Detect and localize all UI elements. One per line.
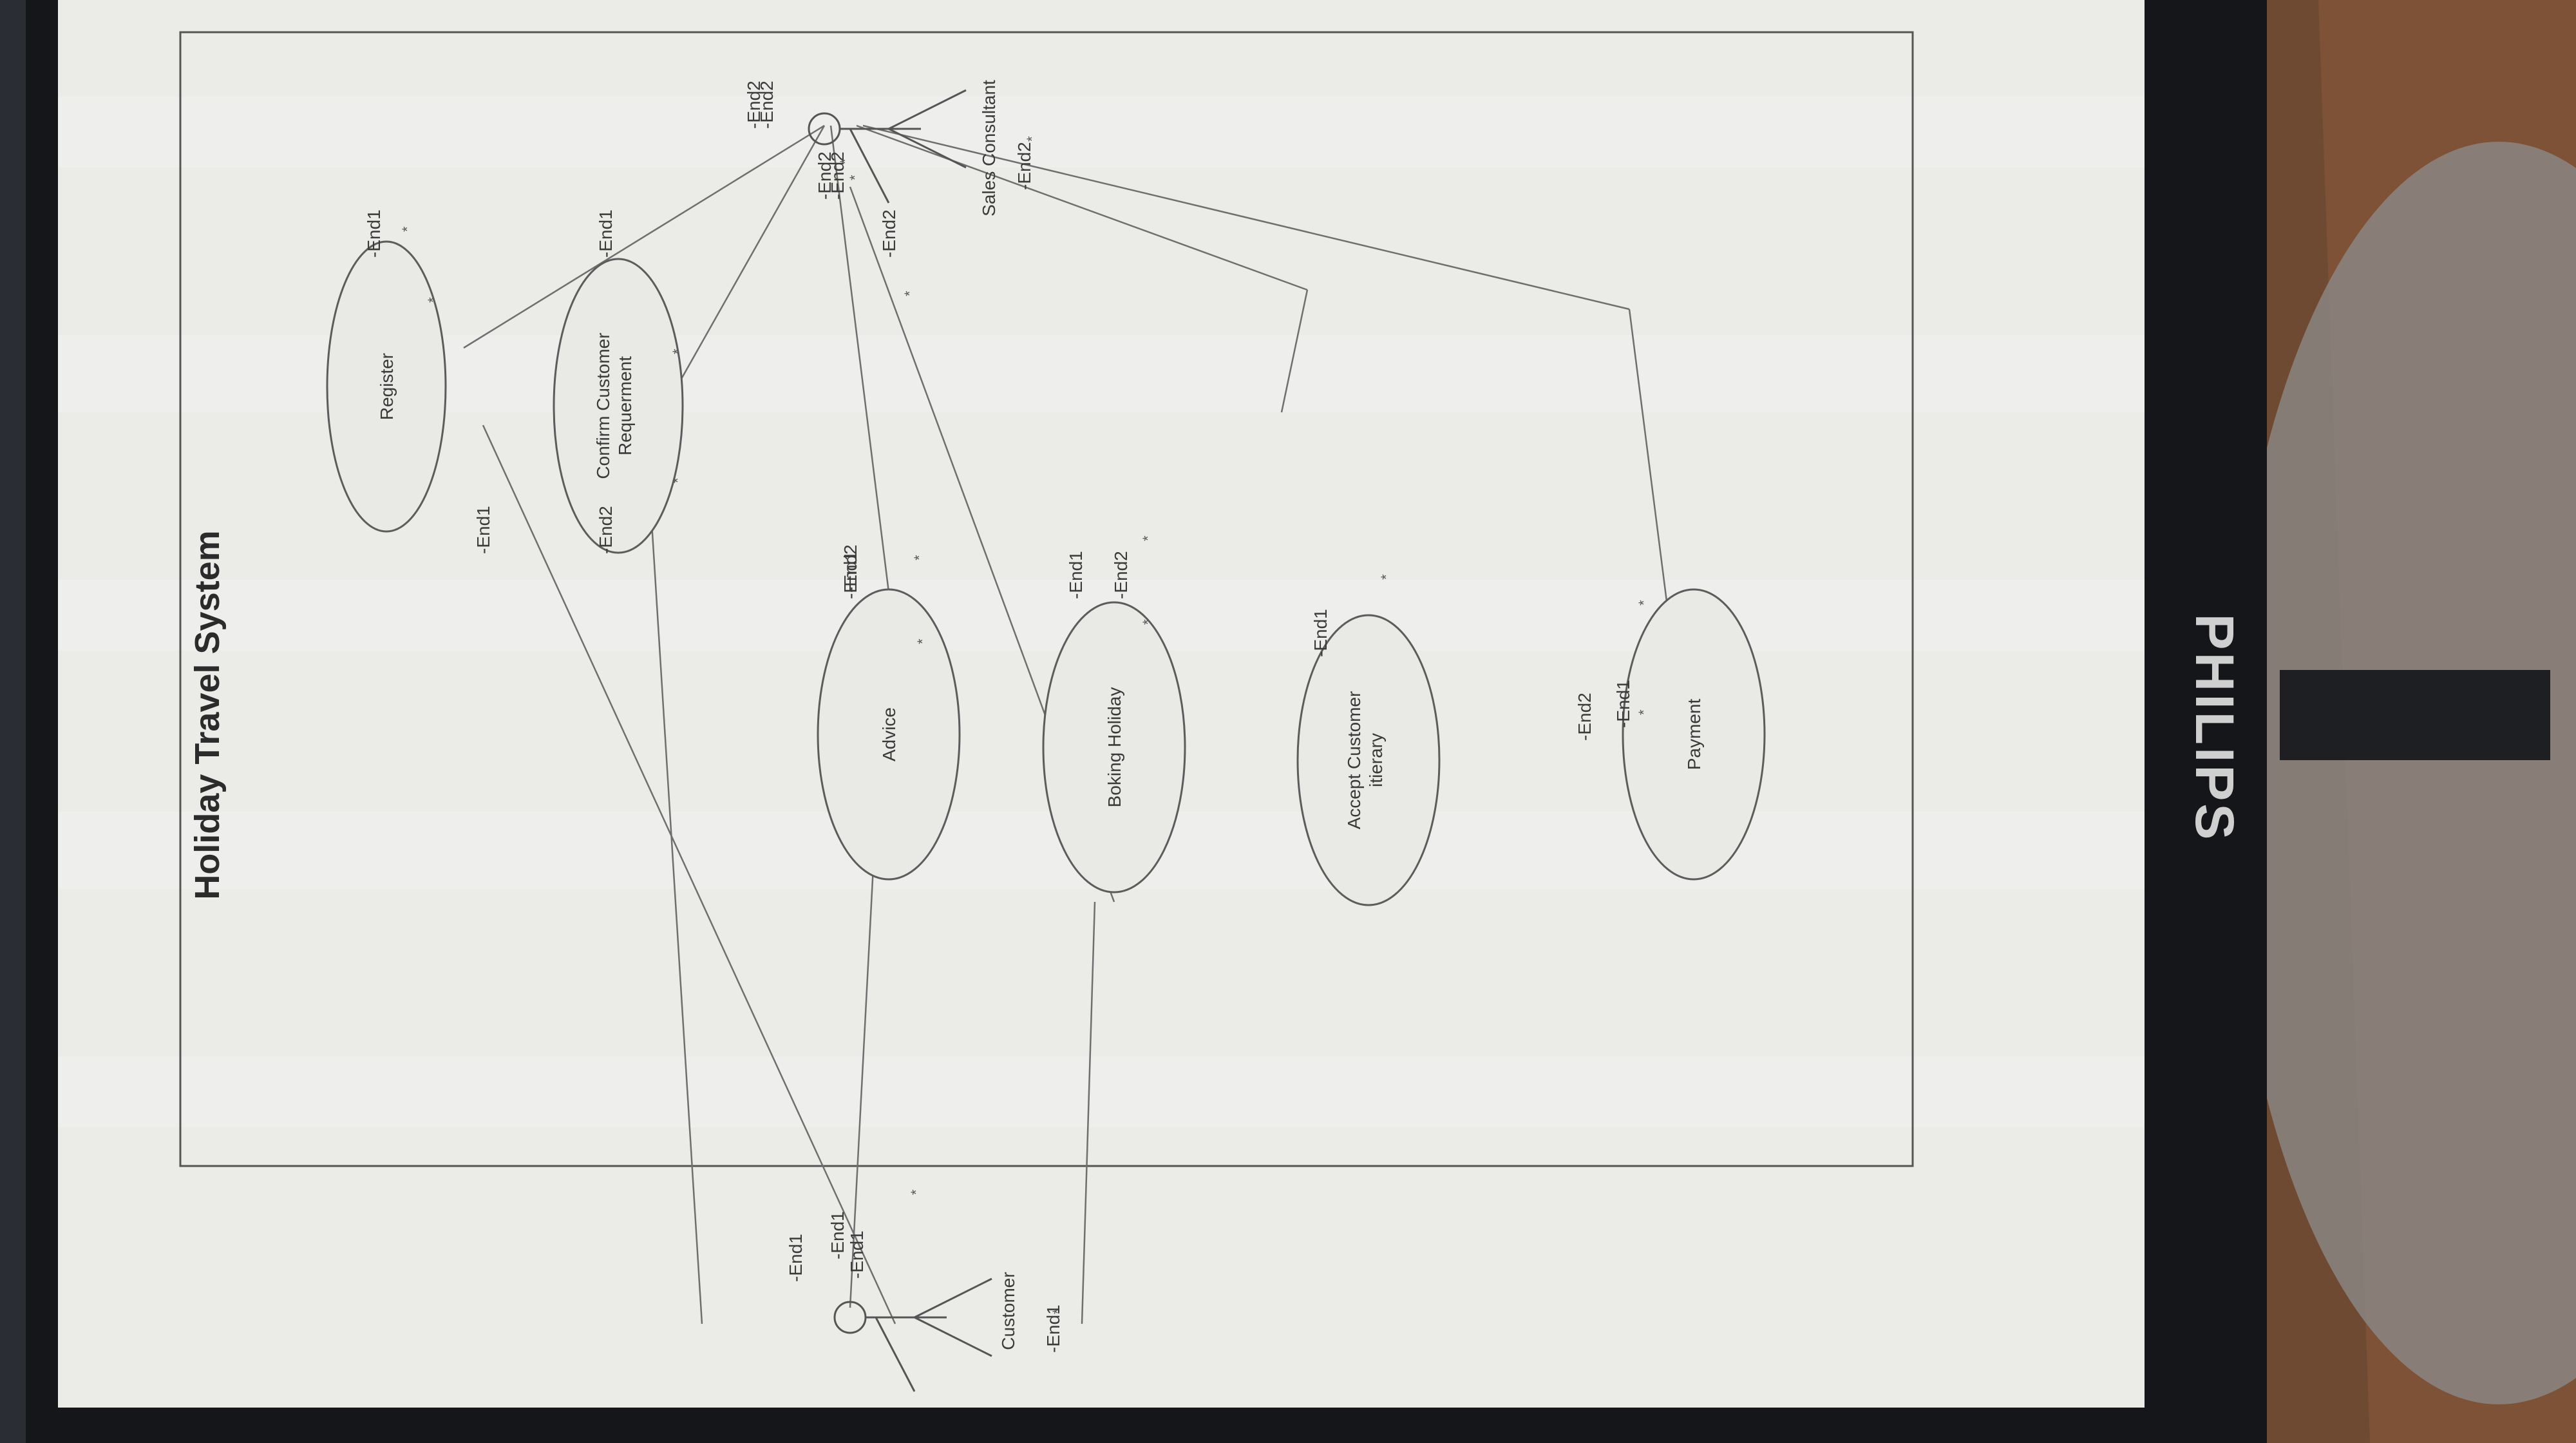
use-case-confirm-customer-requirement[interactable]: Confirm Customer Requerment (553, 258, 684, 554)
end-label: -End2 (596, 506, 616, 554)
end-label: -End1 (1043, 1304, 1063, 1353)
svg-text:Accept Customer: Accept Customer (1344, 691, 1364, 830)
monitor-stand-base (2228, 142, 2576, 1404)
multiplicity: * (908, 1189, 924, 1195)
end-labels-sales-consultant: -End2 -End2 -End2 -End2 -End2 -End2 * * … (744, 81, 1040, 296)
svg-text:Payment: Payment (1684, 699, 1704, 770)
end-label: -End2 (1111, 551, 1131, 599)
end-label: -End1 (786, 1234, 806, 1282)
multiplicity: * (902, 291, 918, 296)
use-case-register[interactable]: Register (326, 240, 447, 533)
multiplicity: * (1050, 1308, 1066, 1314)
use-case-payment[interactable]: Payment (1622, 588, 1766, 881)
multiplicity: * (670, 349, 686, 354)
multiplicity: * (1140, 535, 1156, 541)
end-label: -End2 (840, 544, 860, 593)
diagram-title: Holiday Travel System (188, 530, 227, 899)
monitor-brand: PHILIPS (2184, 614, 2245, 843)
end-label: -End1 (473, 506, 493, 554)
system-boundary (179, 31, 1914, 1167)
multiplicity: * (914, 638, 931, 644)
end-label: -End2 (828, 151, 848, 200)
end-label: -End1 (1613, 680, 1633, 728)
svg-text:Confirm Customer: Confirm Customer (593, 332, 613, 479)
end-label: -End1 (847, 1230, 867, 1279)
multiplicity: * (1636, 709, 1652, 715)
end-label: -End1 (364, 209, 384, 258)
end-labels-customer: -End1 -End1 -End1 -End1 * * (786, 1189, 1066, 1353)
multiplicity: * (1140, 619, 1156, 625)
multiplicity: * (911, 555, 927, 560)
svg-text:Boking Holiday: Boking Holiday (1104, 687, 1124, 808)
actor-customer[interactable]: Customer (833, 1272, 1018, 1392)
end-label: -End1 (596, 209, 616, 258)
use-case-booking-holiday[interactable]: Boking Holiday (1042, 601, 1186, 894)
multiplicity: * (670, 477, 686, 483)
svg-text:Requerment: Requerment (615, 356, 635, 455)
end-label: -End2 (879, 209, 899, 258)
multiplicity: * (847, 175, 863, 180)
end-label: -End2 (744, 81, 764, 129)
end-label: -End1 (840, 551, 860, 599)
svg-text:Advice: Advice (879, 707, 899, 761)
end-label: -End1 (828, 1211, 848, 1259)
end-label: -End2 (1014, 142, 1034, 190)
use-case-accept-customer-itinerary[interactable]: Accept Customer itierary (1296, 614, 1441, 906)
end-label: -End1 (1311, 609, 1331, 657)
monitor-stand-neck (2280, 670, 2550, 760)
association-lines (463, 124, 1701, 1324)
multiplicity: * (1636, 600, 1652, 606)
end-label: -End2 (1575, 693, 1595, 741)
svg-text:PHILIPS: PHILIPS (2184, 614, 2245, 843)
svg-text:Register: Register (377, 353, 397, 420)
end-label: -End2 (757, 81, 777, 129)
multiplicity: * (425, 297, 441, 303)
multiplicity: * (1378, 574, 1394, 580)
end-label: -End2 (815, 151, 835, 200)
end-label: -End1 (1066, 551, 1086, 599)
actor-sales-consultant[interactable]: Sales Consultant (808, 80, 999, 216)
use-case-diagram: Holiday Travel System Register Confirm C… (179, 31, 1914, 1392)
use-case-advice[interactable]: Advice (817, 588, 961, 881)
actor-customer-label: Customer (998, 1272, 1018, 1350)
actor-sales-consultant-label: Sales Consultant (979, 80, 999, 216)
multiplicity: * (837, 158, 853, 164)
end-labels-use-cases: -End1 -End1 -End1 -End2 -End2 -End1 -End… (364, 209, 1652, 741)
svg-text:itierary: itierary (1366, 733, 1386, 787)
multiplicity: * (1024, 136, 1040, 142)
multiplicity: * (399, 226, 415, 232)
